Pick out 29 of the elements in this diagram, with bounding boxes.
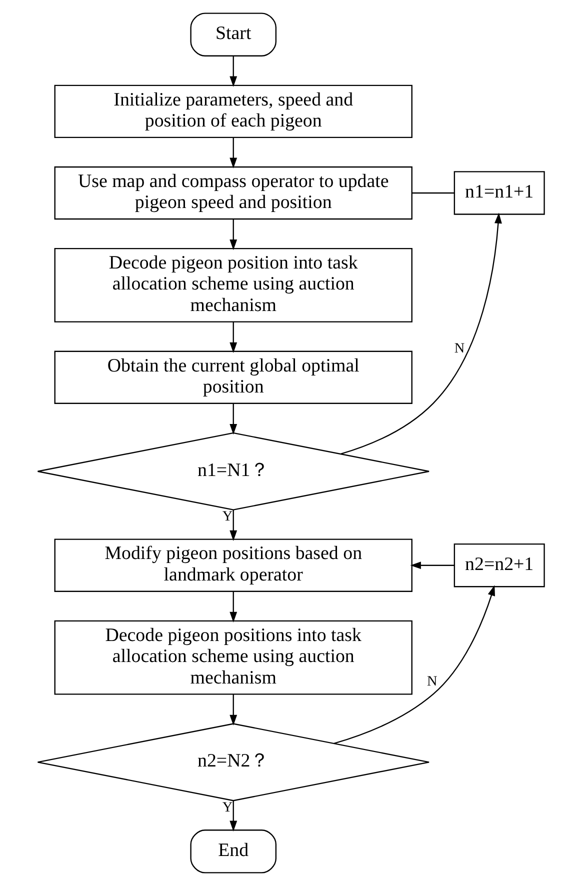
edge-label: Y [222, 799, 233, 816]
arrow [230, 510, 238, 542]
node-box: Decode pigeon position into task allocation scheme using auction mechanism [54, 248, 412, 322]
arrow [230, 219, 238, 250]
arrow [410, 562, 454, 570]
node-box: Start [190, 12, 277, 56]
arrow [230, 322, 238, 353]
node-box: Use map and compass operator to update pigeon speed and position [54, 166, 412, 220]
node-box: Obtain the current global optimal position [54, 350, 412, 404]
node-diamond: n1=N1？ [37, 432, 430, 510]
node-box: Decode pigeon positions into task allocation scheme using auction mechanism [54, 620, 412, 695]
arrow [230, 592, 238, 623]
edge-label: N [427, 674, 438, 690]
arrow [230, 56, 238, 87]
node-box: Modify pigeon positions based on landmark operator [54, 538, 412, 592]
arrow [334, 585, 495, 744]
node-box: Initialize parameters, speed and position of each pigeon [54, 84, 412, 138]
node-box: n2=n2+1 [454, 543, 545, 588]
edge-label: N [454, 340, 465, 357]
connector [412, 192, 454, 194]
node-box: n1=n1+1 [454, 171, 545, 215]
node-box: End [190, 830, 277, 874]
arrow [230, 694, 238, 726]
arrow [230, 138, 238, 168]
arrow [230, 800, 238, 832]
arrow [340, 212, 502, 454]
arrow [230, 404, 238, 435]
node-diamond: n2=N2？ [37, 723, 430, 802]
edge-label: Y [222, 508, 233, 524]
